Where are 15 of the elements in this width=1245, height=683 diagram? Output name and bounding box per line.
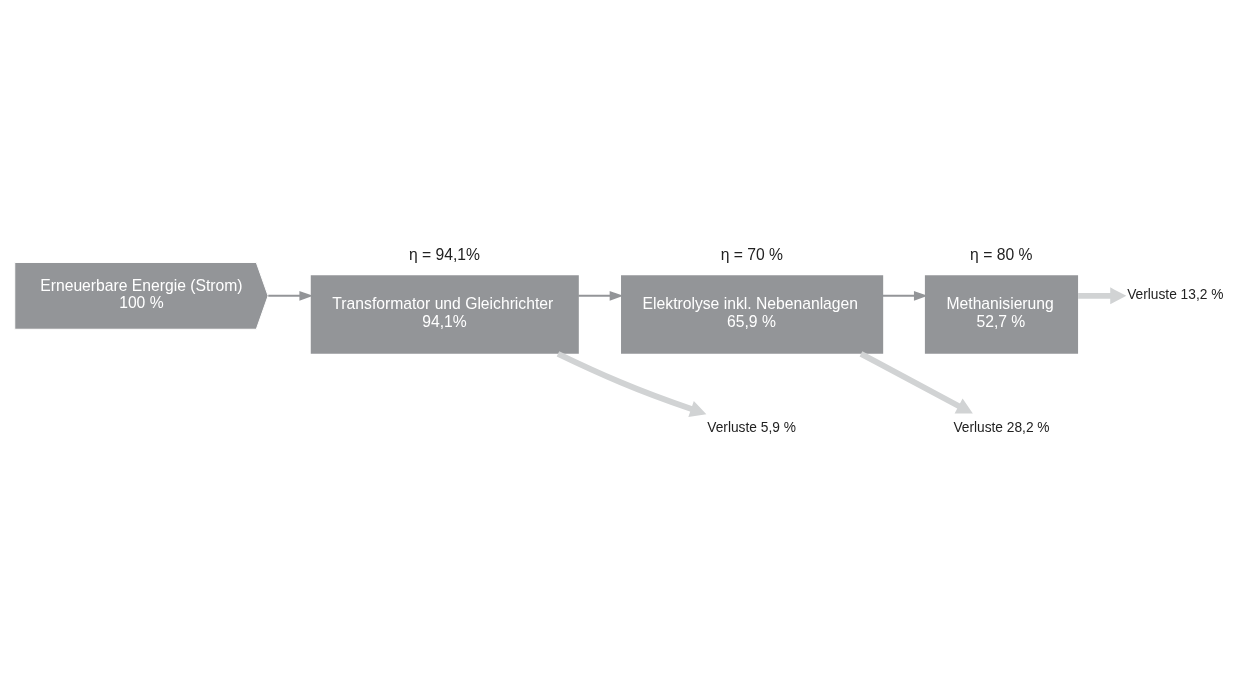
node-box: Transformator und Gleichrichter 94,1% <box>310 274 579 354</box>
node-label: η = 80 % <box>970 245 1033 263</box>
node-text: Verluste 5,9 % <box>707 419 796 435</box>
node-box: Methanisierung 52,7 % <box>924 274 1079 354</box>
arrow <box>267 290 314 301</box>
arrow <box>881 290 928 301</box>
arrow <box>577 290 624 301</box>
node-label: η = 70 % <box>720 245 784 263</box>
arrow <box>1078 286 1127 304</box>
node-text: Verluste 13,2 % <box>1127 286 1224 302</box>
node-text: Verluste 28,2 % <box>953 419 1050 435</box>
node-label: η = 94,1% <box>408 245 481 263</box>
arrow <box>556 350 707 417</box>
node-box: Elektrolyse inkl. Nebenanlagen 65,9 % <box>621 274 884 354</box>
arrow <box>859 350 973 414</box>
